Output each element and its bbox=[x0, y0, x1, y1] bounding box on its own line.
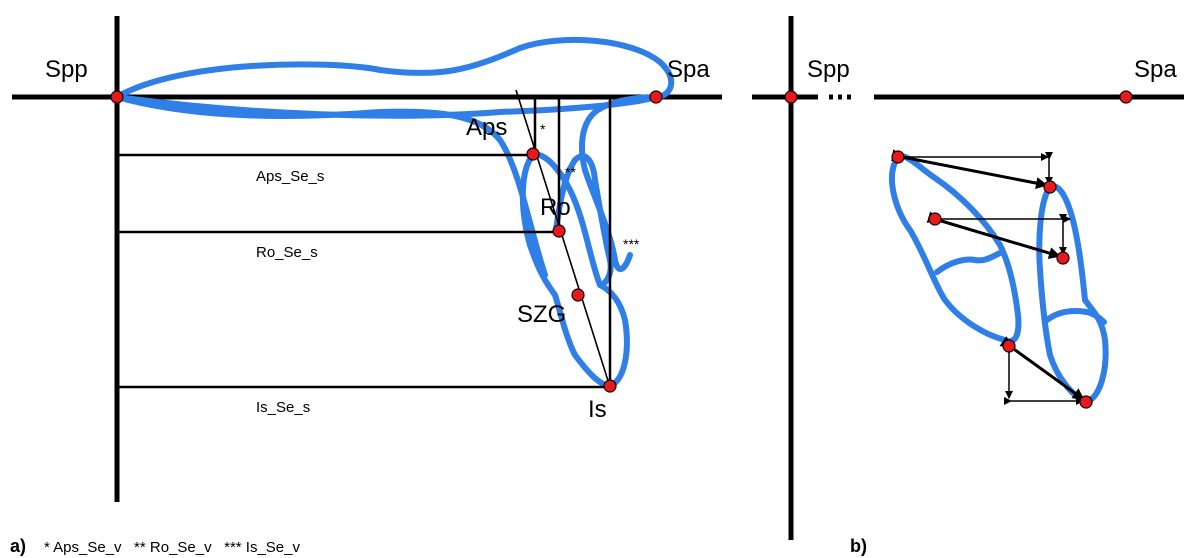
spp-label-b: Spp bbox=[807, 56, 850, 83]
palatal-process-outline bbox=[579, 94, 659, 272]
legend-text: * Aps_Se_v ** Ro_Se_v *** Is_Se_v bbox=[44, 539, 300, 556]
arrow-diagonal-3 bbox=[999, 336, 1085, 401]
landmark-b-2 bbox=[1043, 180, 1057, 194]
panel-b: Spp Spa b) bbox=[752, 16, 1184, 556]
tooth-1-cej bbox=[934, 250, 1003, 275]
is-se-s-label: Is_Se_s bbox=[256, 399, 310, 416]
ro-point bbox=[552, 224, 566, 238]
aps-label: Aps bbox=[466, 114, 507, 141]
is-label: Is bbox=[588, 396, 607, 423]
landmark-b-4 bbox=[1056, 251, 1070, 265]
arrow-diagonal-2 bbox=[926, 211, 1061, 259]
landmark-b-5 bbox=[1002, 339, 1016, 353]
spp-point-a bbox=[110, 90, 124, 104]
is-se-v-marker: *** bbox=[623, 236, 640, 252]
is-point bbox=[603, 379, 617, 393]
spa-point-a bbox=[649, 90, 663, 104]
panel-a: Spp Spa Aps Ro SZG Is Aps_Se_s Ro_Se_s I… bbox=[10, 16, 722, 556]
spp-label-a: Spp bbox=[45, 56, 88, 83]
panel-b-label: b) bbox=[850, 536, 867, 556]
tooth-2-cej bbox=[1044, 308, 1107, 325]
tooth-1-outline bbox=[889, 153, 1022, 345]
aps-point bbox=[526, 147, 540, 161]
incisor-axis-line bbox=[515, 89, 611, 388]
landmark-b-3 bbox=[928, 212, 942, 226]
panel-a-label: a) bbox=[10, 536, 26, 556]
spa-label-b: Spa bbox=[1134, 56, 1177, 83]
tooth-2-outline bbox=[1036, 183, 1109, 405]
spa-point-b bbox=[1119, 90, 1133, 104]
szg-point bbox=[571, 288, 585, 302]
szg-label: SZG bbox=[517, 301, 566, 328]
maxilla-outline bbox=[114, 36, 675, 119]
landmark-b-1 bbox=[891, 150, 905, 164]
landmark-b-6 bbox=[1079, 395, 1093, 409]
ro-se-s-label: Ro_Se_s bbox=[256, 244, 318, 261]
spa-label-a: Spa bbox=[667, 56, 710, 83]
ro-se-v-marker: ** bbox=[565, 164, 576, 180]
spp-point-b bbox=[784, 90, 798, 104]
aps-se-s-label: Aps_Se_s bbox=[256, 168, 324, 185]
arrow-diagonal-1 bbox=[891, 149, 1048, 189]
aps-se-v-marker: * bbox=[540, 121, 546, 137]
ro-label: Ro bbox=[540, 194, 571, 221]
